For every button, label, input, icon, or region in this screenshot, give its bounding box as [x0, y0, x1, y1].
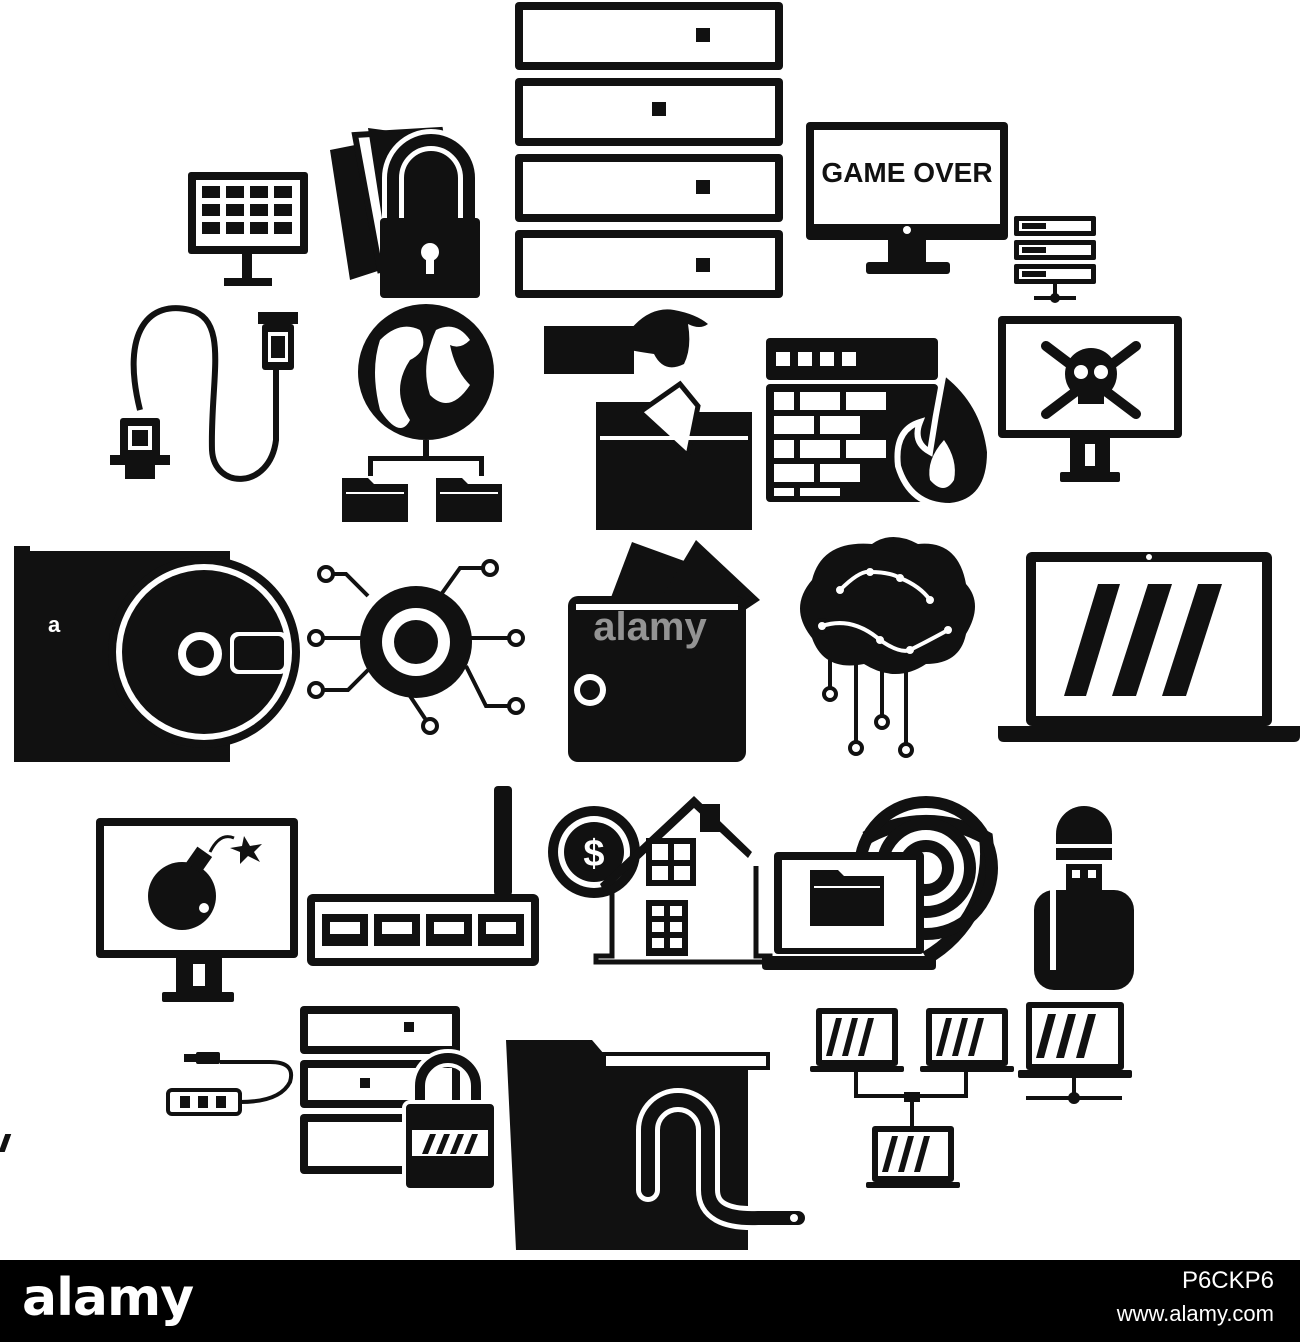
- router-icon: [307, 786, 539, 966]
- house-dollar-icon: $: [548, 796, 773, 965]
- svg-text:a: a: [48, 612, 61, 637]
- icon-set-canvas: GAME OVER: [0, 2, 1300, 1250]
- watermark-footer: alamy P6CKP6 www.alamy.com: [0, 1260, 1300, 1342]
- locked-server-icon: [0, 1006, 498, 1192]
- folder-worm-icon: [506, 1040, 810, 1250]
- usb-flash-drive-icon: [1034, 806, 1134, 990]
- laptop-folder-wifi-icon: [762, 796, 998, 970]
- firewall-server-icon: [766, 338, 994, 510]
- watermark-brand: alamy: [22, 1268, 194, 1328]
- hand-stealing-folder-icon: [544, 309, 752, 530]
- vga-cable-icon: [110, 305, 298, 482]
- server-rack-icon: [515, 2, 783, 298]
- skull-crossbones-monitor-icon: [998, 316, 1182, 482]
- wallet-money-icon: [568, 540, 760, 762]
- watermark-overlay: alamy: [593, 605, 707, 649]
- watermark-image-id: P6CKP6: [1181, 1267, 1274, 1294]
- bomb-monitor-icon: [96, 818, 298, 1002]
- eye-circuit-icon: [307, 559, 525, 735]
- laptop-icon: [998, 552, 1300, 742]
- usb-hub-icon: [166, 1052, 293, 1116]
- watermark-site: www.alamy.com: [1116, 1301, 1274, 1326]
- brain-circuit-icon: [800, 537, 975, 758]
- dollar-sign-text: $: [583, 833, 604, 875]
- cd-drive-icon: a: [14, 546, 300, 762]
- game-over-text: GAME OVER: [821, 157, 992, 188]
- laptop-network-icon: [810, 1002, 1132, 1188]
- locked-documents-icon: [330, 126, 480, 298]
- game-over-monitor-icon: GAME OVER: [806, 122, 1008, 274]
- monitor-folder-grid-icon: [188, 172, 308, 286]
- small-server-network-icon: [1014, 216, 1096, 303]
- globe-folder-network-icon: [342, 304, 502, 522]
